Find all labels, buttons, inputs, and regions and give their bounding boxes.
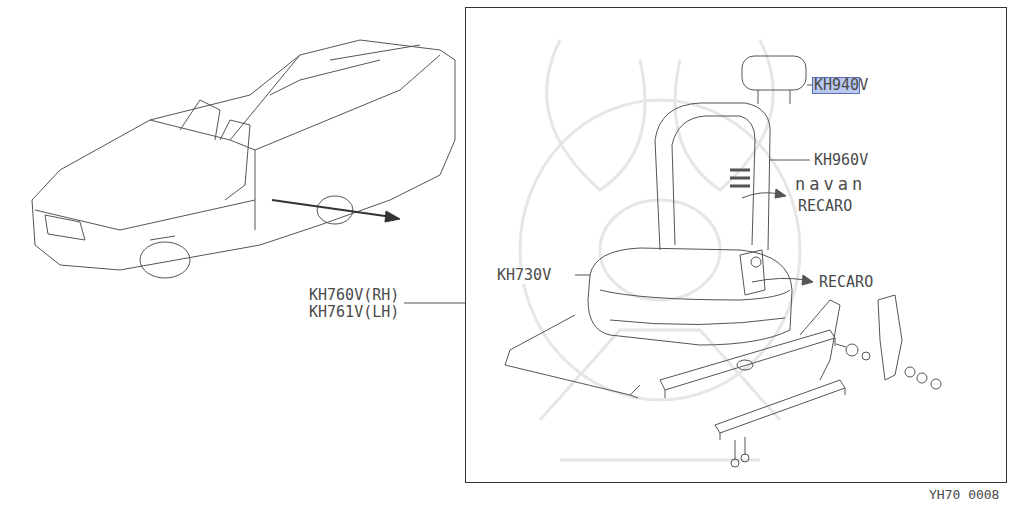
arrow-head xyxy=(385,211,400,222)
watermark-emblem xyxy=(520,40,800,460)
adjust-bar xyxy=(505,315,640,398)
leader-line xyxy=(770,160,810,161)
car-outline xyxy=(32,40,455,278)
headrest xyxy=(742,56,806,104)
part-number: KH940V xyxy=(813,77,869,94)
part-number: KH760V(RH) xyxy=(308,287,400,304)
brand-text: RECARO xyxy=(797,198,853,215)
arrow-head xyxy=(802,275,813,285)
brand-text: RECARO xyxy=(818,274,874,291)
part-number: KH761V(LH) xyxy=(308,304,400,321)
recliner-hardware xyxy=(836,295,941,389)
callout-arrow xyxy=(742,193,780,198)
pointer-arrow xyxy=(272,200,392,217)
seat-cushion xyxy=(588,248,792,345)
part-number: KH960V xyxy=(813,152,869,169)
part-number: KH730V xyxy=(496,267,552,284)
detail-frame xyxy=(466,8,1007,483)
seat-rails xyxy=(660,300,845,467)
leader-line xyxy=(575,275,590,276)
leader-line xyxy=(404,303,465,304)
brand-text: navan xyxy=(794,176,867,193)
figure-code: YH70 0008 xyxy=(928,486,1000,503)
callout-arrow xyxy=(752,278,806,282)
seat-back xyxy=(655,103,770,295)
arrow-head xyxy=(775,189,786,198)
